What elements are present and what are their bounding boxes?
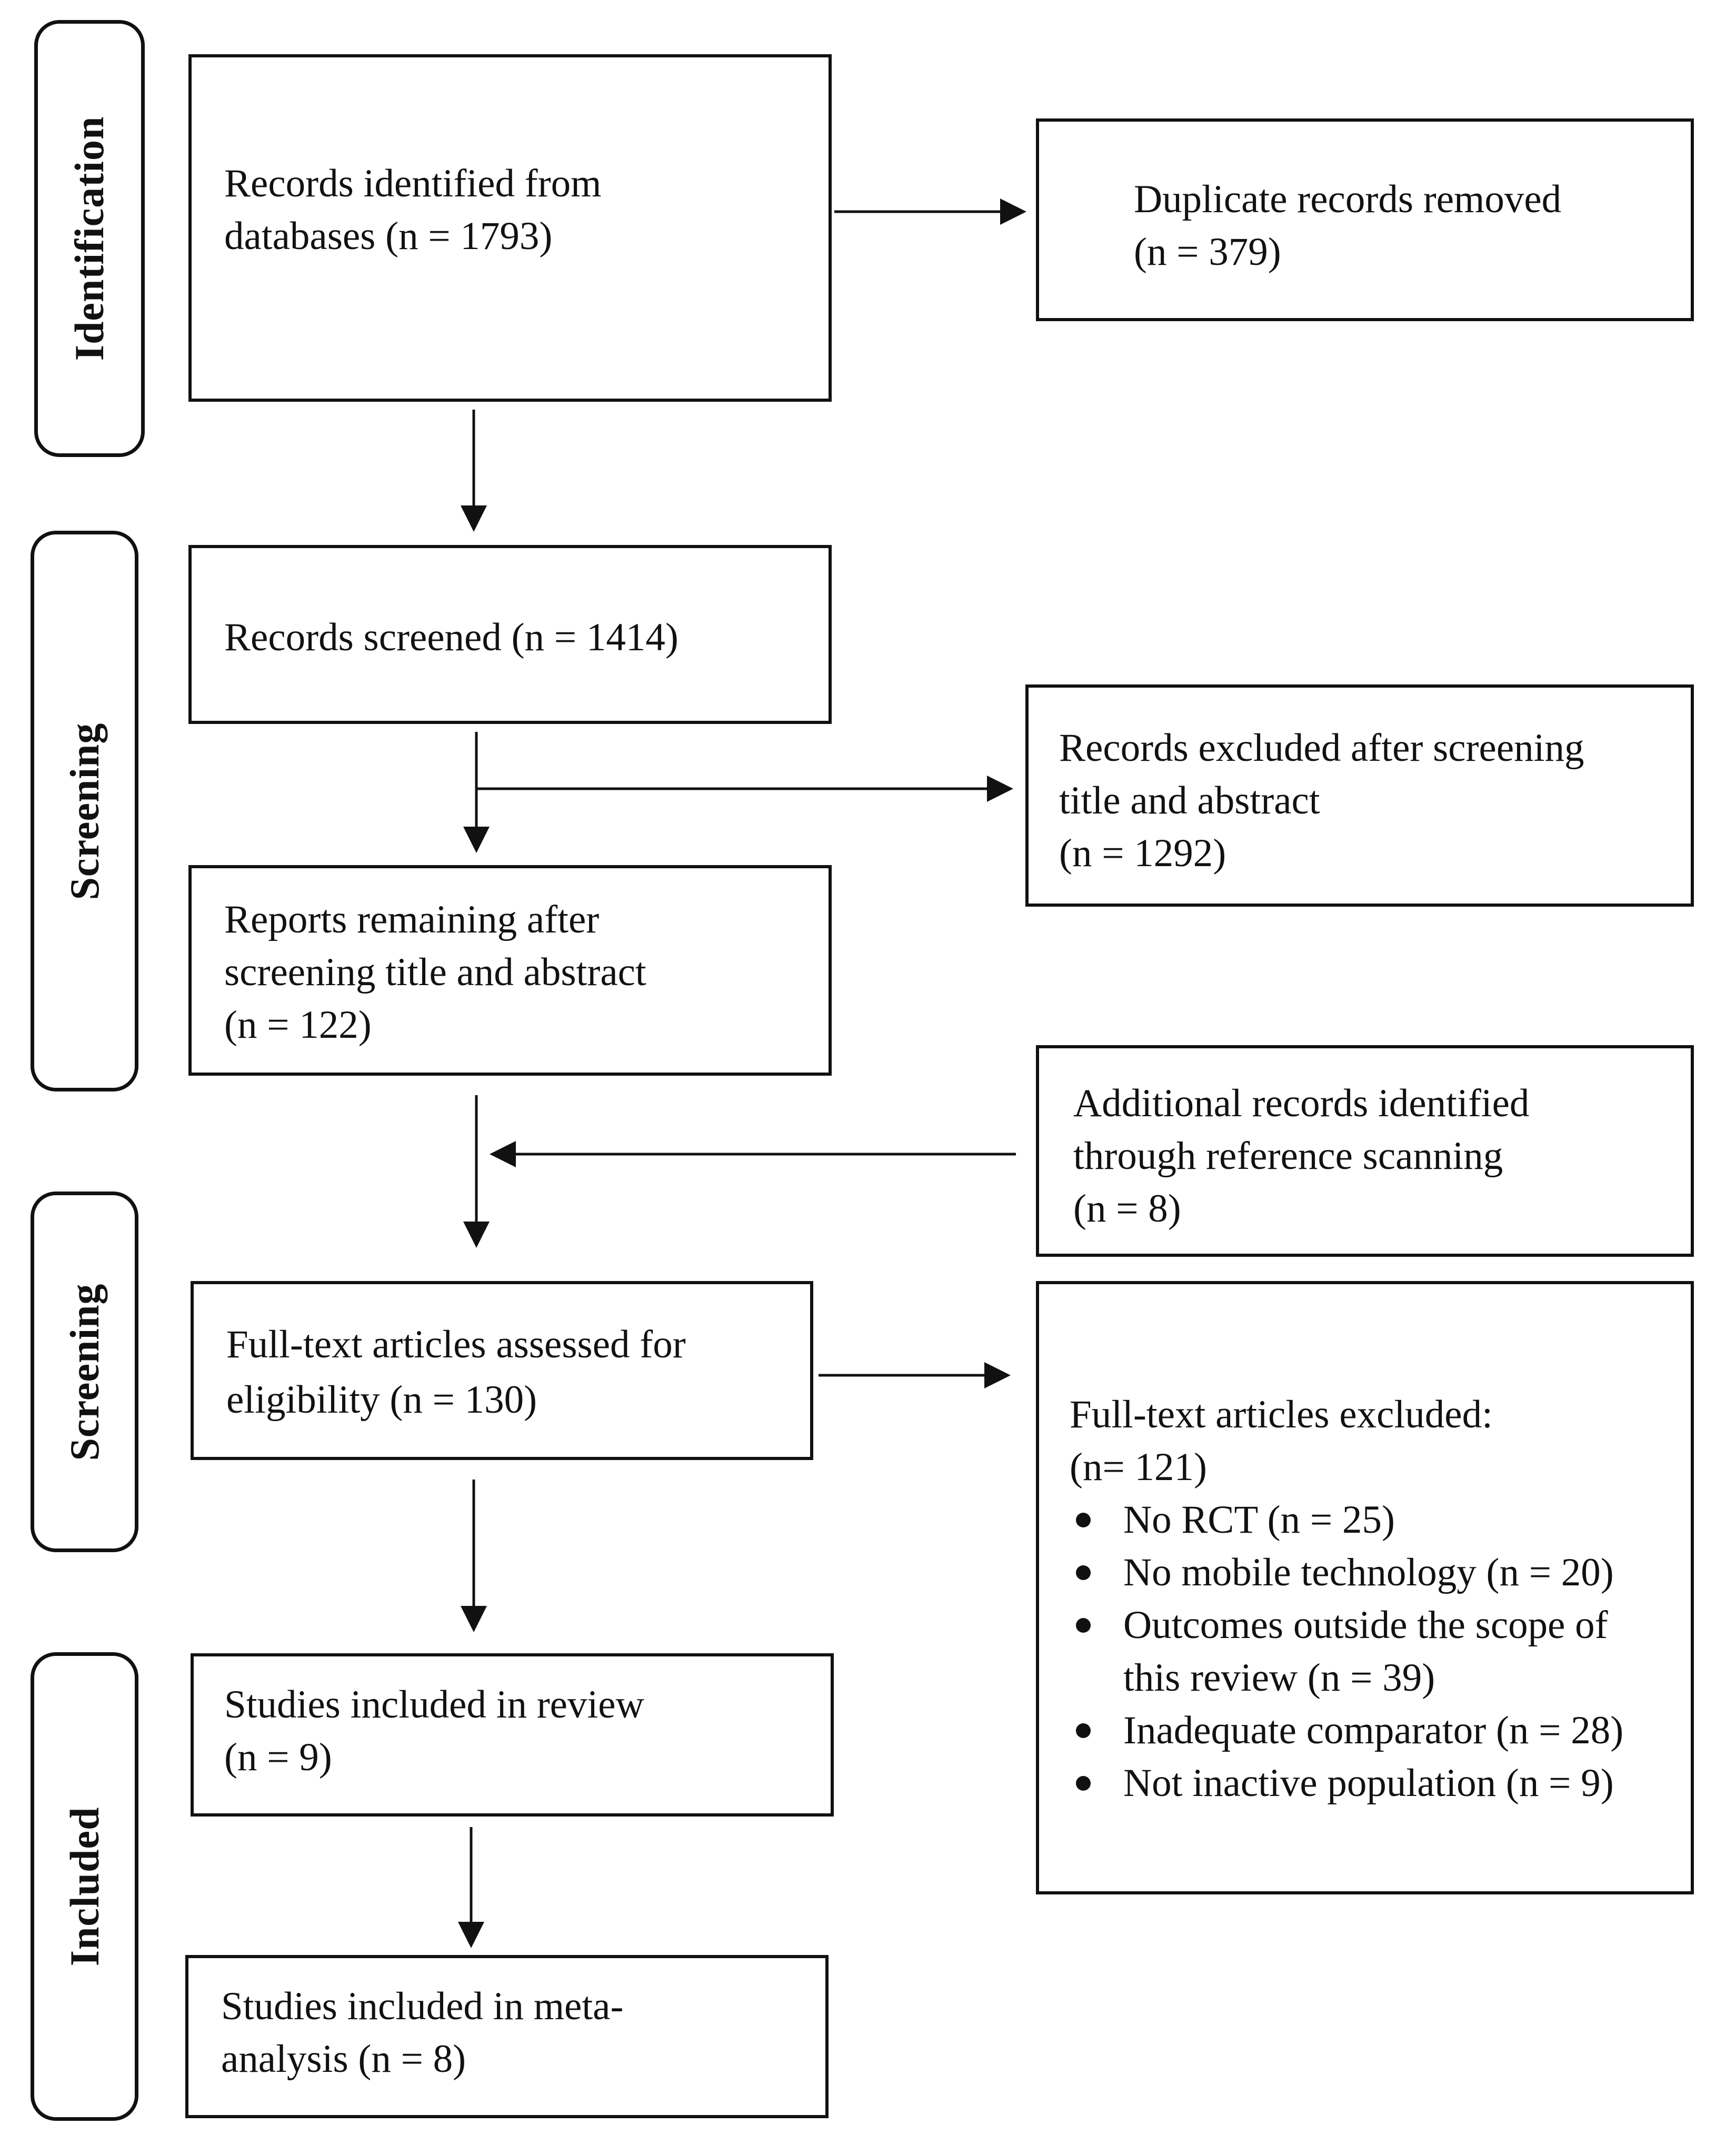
records-identified-line1: Records identified from [224,162,602,205]
exclusion-reasons-list: No RCT (n = 25) No mobile technology (n … [1070,1494,1623,1810]
fulltext-assessed-line1: Full-text articles assessed for [226,1323,686,1366]
exclusion-reason: No RCT (n = 25) [1070,1494,1623,1546]
reports-remaining-line2: screening title and abstract [224,950,646,994]
exclusion-reason: Inadequate comparator (n = 28) [1070,1704,1623,1757]
fulltext-assessed-box: Full-text articles assessed for eligibil… [191,1281,813,1460]
records-identified-line2: databases (n = 1793) [224,214,553,258]
bullet-icon [1076,1513,1091,1527]
records-screened-line1: Records screened (n = 1414) [224,616,679,659]
studies-review-box: Studies included in review (n = 9) [191,1653,834,1816]
bullet-icon [1076,1776,1091,1791]
exclusion-reason-text: this review (n = 39) [1123,1656,1435,1700]
exclusion-reason: Not inactive population (n = 9) [1070,1757,1623,1810]
exclusion-reason: No mobile technology (n = 20) [1070,1546,1623,1599]
reports-remaining-box: Reports remaining after screening title … [188,865,832,1076]
exclusion-reason-continuation: this review (n = 39) [1070,1652,1623,1704]
phase-screening-1: Screening [31,531,138,1091]
studies-meta-line1: Studies included in meta- [221,1984,624,2028]
exclusion-reason-text: No RCT (n = 25) [1123,1498,1395,1542]
duplicates-removed-box: Duplicate records removed (n = 379) [1036,118,1694,321]
studies-meta-line2: analysis (n = 8) [221,2037,466,2081]
bullet-icon [1076,1723,1091,1738]
studies-review-line1: Studies included in review [224,1683,644,1726]
duplicates-removed-line2: (n = 379) [1134,230,1281,274]
records-identified-box: Records identified from databases (n = 1… [188,54,832,402]
additional-records-box: Additional records identified through re… [1036,1045,1694,1257]
exclusion-reason-text: No mobile technology (n = 20) [1123,1551,1614,1594]
additional-records-line2: through reference scanning [1073,1134,1503,1178]
phase-included: Included [31,1652,138,2121]
records-excluded-box: Records excluded after screening title a… [1025,684,1694,907]
studies-meta-box: Studies included in meta- analysis (n = … [185,1955,829,2118]
fulltext-excluded-box: Full-text articles excluded: (n= 121) No… [1036,1281,1694,1894]
records-excluded-line3: (n = 1292) [1059,831,1226,875]
records-excluded-line1: Records excluded after screening [1059,726,1584,770]
exclusion-reason: Outcomes outside the scope of [1070,1599,1623,1652]
exclusion-reason-text: Outcomes outside the scope of [1123,1603,1608,1647]
fulltext-excluded-line1: Full-text articles excluded: [1070,1393,1493,1436]
bullet-icon [1076,1618,1091,1633]
reports-remaining-line1: Reports remaining after [224,898,600,941]
records-screened-box: Records screened (n = 1414) [188,545,832,724]
bullet-icon [1076,1565,1091,1580]
fulltext-assessed-line2: eligibility (n = 130) [226,1378,537,1422]
phase-screening-2: Screening [31,1192,138,1552]
duplicates-removed-line1: Duplicate records removed [1134,177,1562,221]
fulltext-excluded-line2: (n= 121) [1070,1445,1207,1489]
records-excluded-line2: title and abstract [1059,779,1320,822]
exclusion-reason-text: Not inactive population (n = 9) [1123,1761,1614,1805]
additional-records-line3: (n = 8) [1073,1187,1181,1230]
reports-remaining-line3: (n = 122) [224,1003,372,1047]
additional-records-line1: Additional records identified [1073,1081,1530,1125]
exclusion-reason-text: Inadequate comparator (n = 28) [1123,1709,1624,1752]
phase-identification: Identification [34,20,145,457]
studies-review-line2: (n = 9) [224,1735,332,1779]
